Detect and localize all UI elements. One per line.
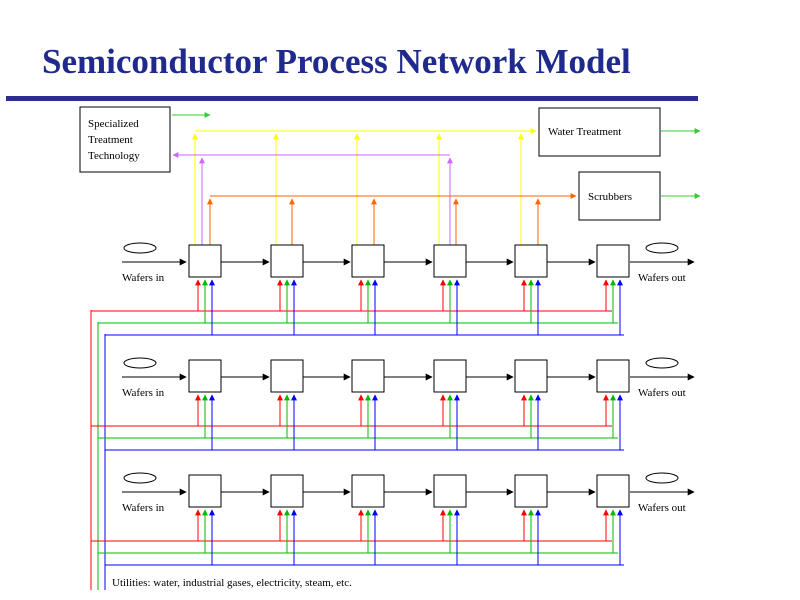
process-step-box	[514, 244, 548, 278]
water-risers	[192, 133, 524, 245]
slide-title: Semiconductor Process Network Model	[42, 42, 631, 81]
water-treatment-box: Water Treatment	[538, 107, 661, 157]
specialized-risers	[199, 157, 453, 245]
process-step-box	[596, 244, 630, 278]
wafer-output-icon	[645, 472, 679, 484]
process-step-box	[514, 474, 548, 508]
scrubbers-box: Scrubbers	[578, 171, 661, 221]
process-step-box	[596, 474, 630, 508]
wafers-in-label: Wafers in	[122, 502, 165, 514]
wafer-output-icon	[645, 242, 679, 254]
wafers-out-label: Wafers out	[638, 502, 686, 514]
process-step-box	[596, 359, 630, 393]
process-step-box	[188, 474, 222, 508]
process-row: Wafers in Wafers out	[91, 242, 695, 336]
process-step-box	[433, 244, 467, 278]
wafers-out-label: Wafers out	[638, 387, 686, 399]
process-step-box	[514, 359, 548, 393]
wafers-out-label: Wafers out	[638, 272, 686, 284]
wafer-input-icon	[123, 242, 157, 254]
title-rule	[6, 96, 698, 101]
wafers-in-label: Wafers in	[122, 272, 165, 284]
process-step-box	[433, 474, 467, 508]
utility-trunks	[90, 310, 106, 590]
specialized-line-1: Specialized	[88, 118, 139, 130]
specialized-line-3: Technology	[88, 150, 140, 162]
process-step-box	[270, 244, 304, 278]
specialized-line-2: Treatment	[88, 134, 133, 146]
wafers-in-label: Wafers in	[122, 387, 165, 399]
water-treatment-label: Water Treatment	[548, 126, 621, 138]
process-step-box	[188, 244, 222, 278]
process-row: Wafers in Wafers out	[91, 472, 695, 566]
process-step-box	[188, 359, 222, 393]
wafer-input-icon	[123, 357, 157, 369]
utilities-label: Utilities: water, industrial gases, elec…	[112, 577, 352, 589]
process-step-box	[270, 359, 304, 393]
process-row: Wafers in Wafers out	[91, 357, 695, 451]
scrubbers-label: Scrubbers	[588, 191, 632, 203]
wafer-output-icon	[645, 357, 679, 369]
scrubber-risers	[207, 198, 541, 245]
process-step-box	[433, 359, 467, 393]
specialized-treatment-box: Specialized Treatment Technology	[79, 106, 171, 173]
process-step-box	[351, 474, 385, 508]
wafer-input-icon	[123, 472, 157, 484]
process-step-box	[351, 244, 385, 278]
process-step-box	[270, 474, 304, 508]
process-step-box	[351, 359, 385, 393]
